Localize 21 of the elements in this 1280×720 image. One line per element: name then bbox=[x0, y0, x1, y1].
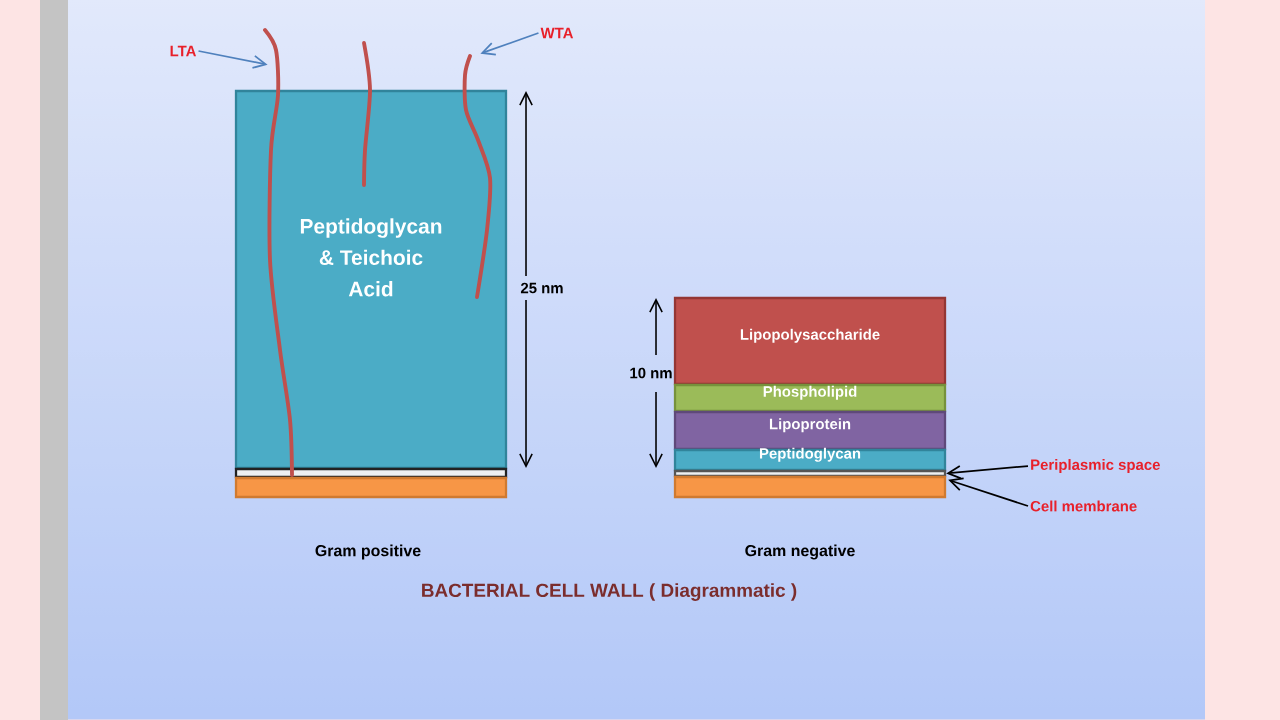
teichoic-acid-strand bbox=[263, 28, 294, 477]
arrow bbox=[948, 477, 1029, 507]
title: BACTERIAL CELL WALL ( Diagrammatic ) bbox=[422, 583, 797, 601]
label: Periplasmic space bbox=[1031, 459, 1160, 473]
dimension-label: 10 nm bbox=[630, 367, 672, 379]
label: Cell membrane bbox=[1030, 500, 1137, 512]
dimension-label: 25 nm bbox=[520, 282, 563, 294]
cell-membrane-layer bbox=[673, 475, 947, 499]
label: WTA bbox=[540, 27, 574, 39]
arrow bbox=[197, 50, 268, 69]
cell-wall-layer: Peptidoglycan & Teichoic Acid bbox=[234, 89, 508, 470]
membrane-layer: Phospholipid bbox=[673, 383, 947, 413]
diagram-label: Gram negative bbox=[745, 544, 855, 560]
diagram-label: Gram positive bbox=[315, 544, 421, 560]
membrane-layer: Lipopolysaccharide bbox=[673, 296, 947, 386]
teichoic-acid-strand bbox=[462, 54, 493, 299]
arrow bbox=[480, 32, 540, 56]
label: LTA bbox=[170, 45, 197, 57]
cell-membrane-layer bbox=[234, 476, 508, 499]
cell-wall-layer: Peptidoglycan bbox=[673, 447, 947, 472]
arrow bbox=[946, 465, 1029, 480]
